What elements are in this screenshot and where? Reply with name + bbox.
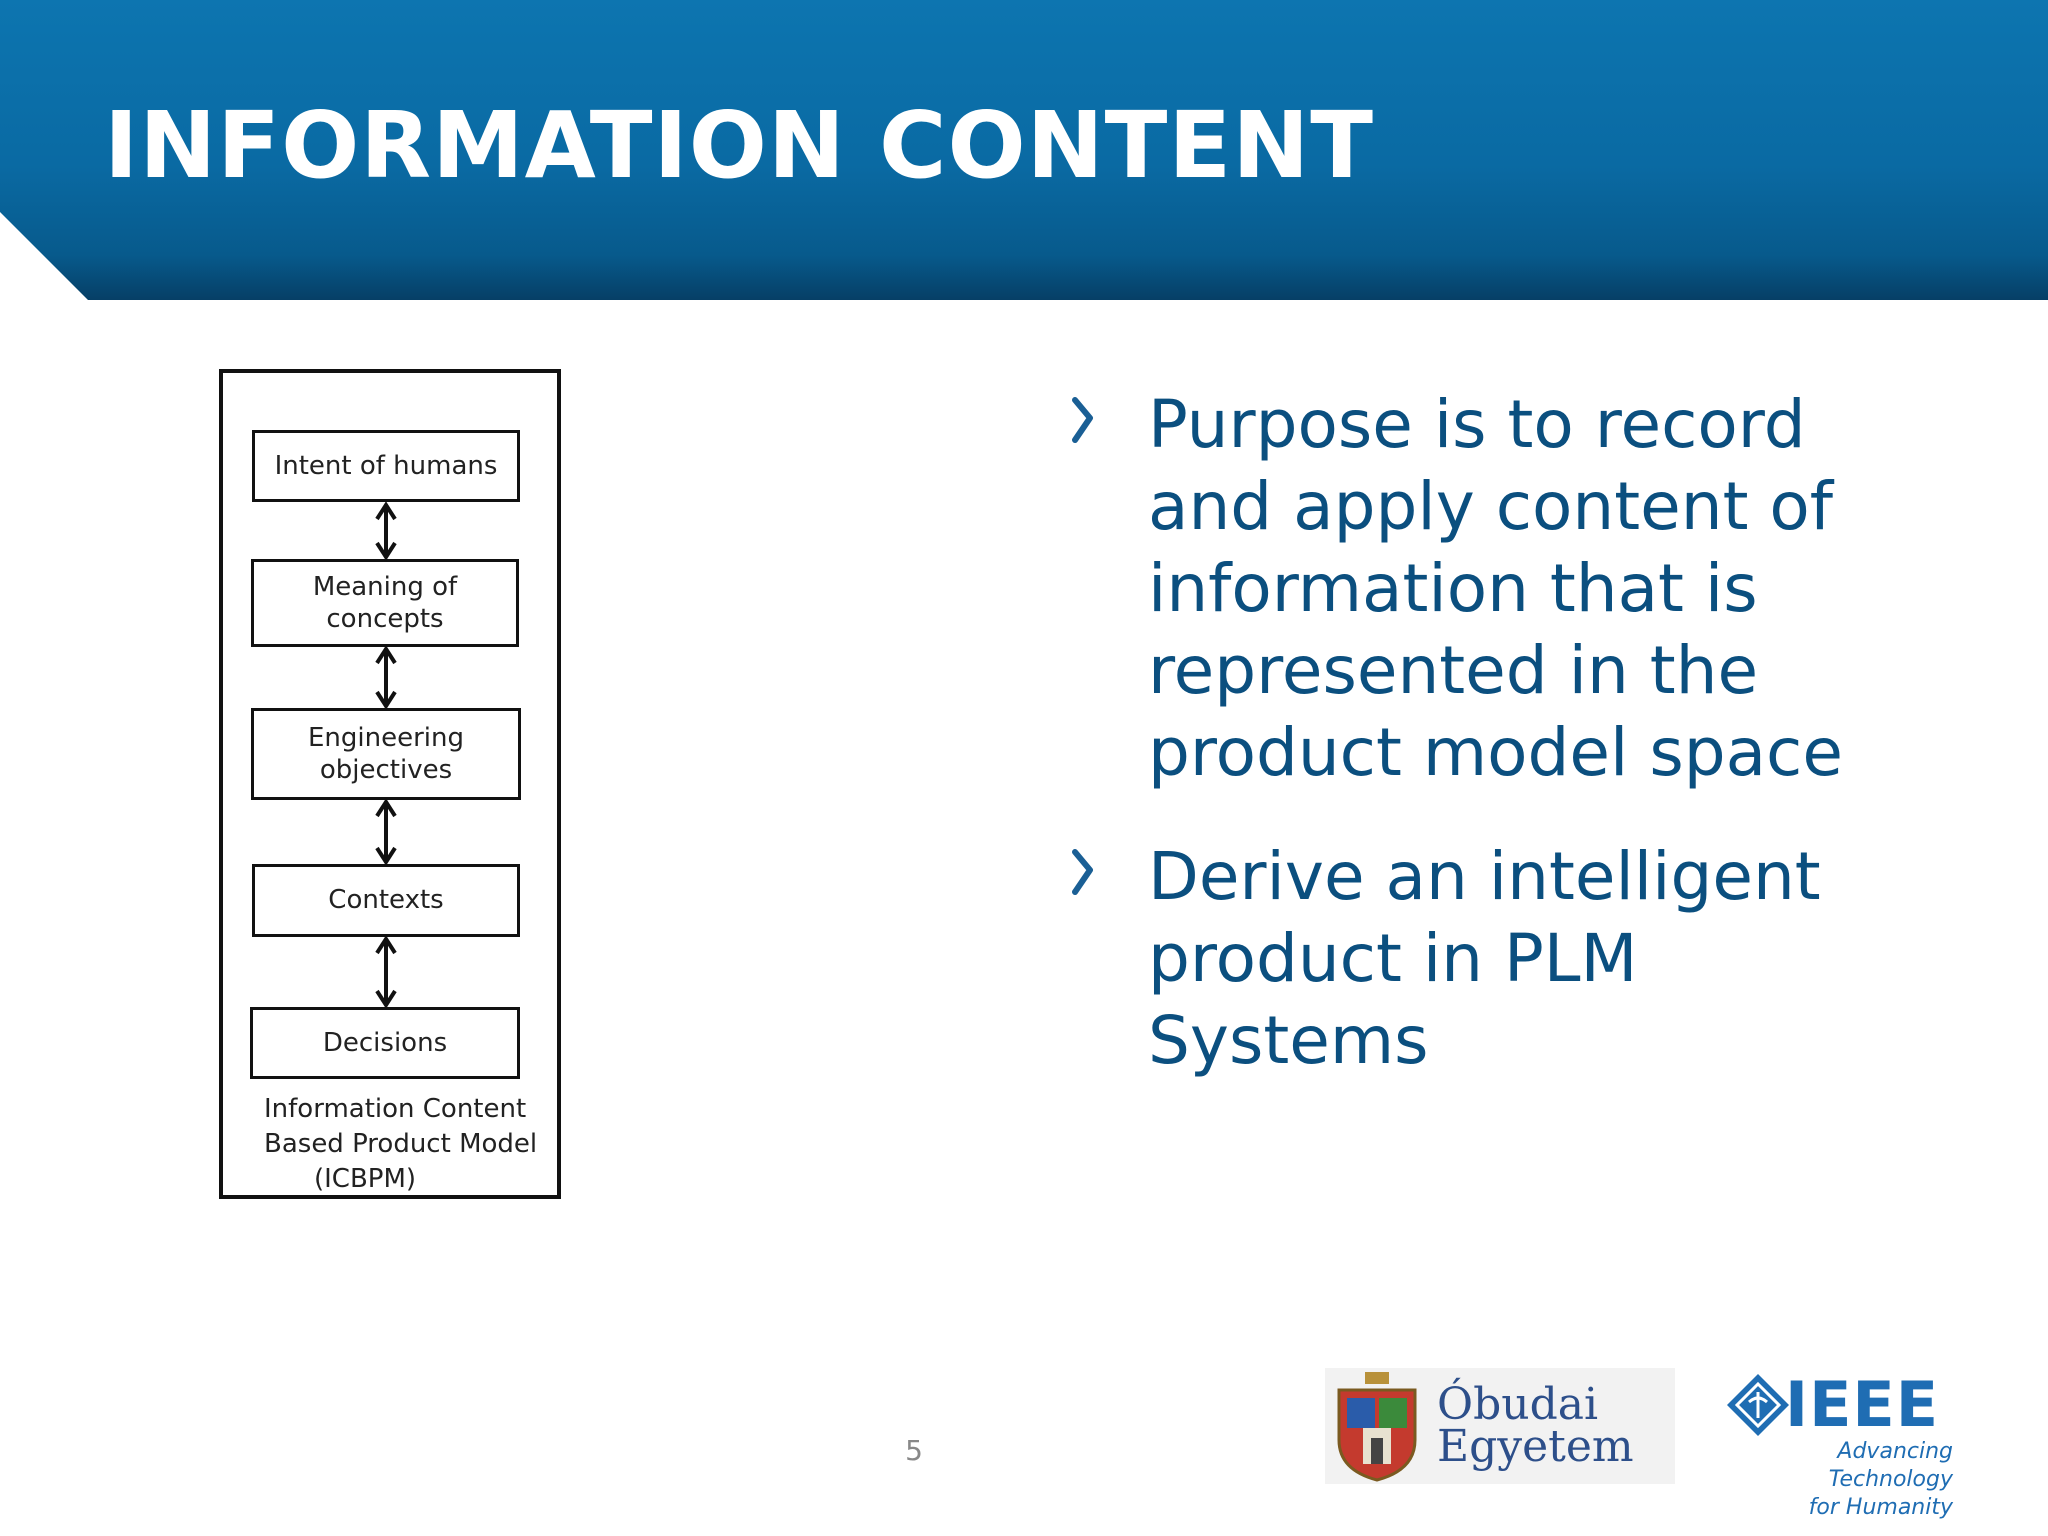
diagram-node-label: Contexts	[328, 885, 444, 916]
diagram-node-contexts: Contexts	[252, 864, 520, 937]
diagram-node-label: Meaning of concepts	[312, 571, 458, 635]
slide-title: INFORMATION CONTENT	[104, 92, 1375, 199]
diagram-caption: Information Content Based Product Model …	[264, 1092, 554, 1197]
diagram-node-intent-of-humans: Intent of humans	[252, 430, 520, 502]
chevron-right-icon	[1072, 397, 1093, 443]
ieee-logo: IEEE Advancing Technology for Humanity	[1725, 1368, 1955, 1520]
diagram-node-label: Decisions	[322, 1027, 448, 1058]
obuda-egyetem-logo: Óbudai Egyetem	[1325, 1368, 1675, 1484]
obuda-wordmark-line1: Óbudai	[1437, 1379, 1599, 1430]
diagram-caption-line: (ICBPM)	[314, 1164, 417, 1194]
bullet-text: Derive an intelligent product in PLM Sys…	[1148, 838, 1821, 1079]
header-band	[0, 0, 2048, 300]
diagram-node-label: Engineering objectives	[308, 722, 464, 786]
obuda-wordmark-line2: Egyetem	[1437, 1421, 1634, 1472]
bullet-item: Derive an intelligent product in PLM Sys…	[1070, 836, 1970, 1082]
chevron-right-icon	[1072, 849, 1093, 895]
ieee-diamond-icon	[1727, 1374, 1789, 1436]
diagram-node-meaning-of-concepts: Meaning of concepts	[251, 559, 519, 647]
bullet-item: Purpose is to record and apply content o…	[1070, 384, 1970, 794]
university-crest-icon	[1337, 1372, 1417, 1482]
page-number: 5	[905, 1434, 923, 1467]
bullet-text: Purpose is to record and apply content o…	[1148, 386, 1843, 791]
obuda-wordmark: Óbudai Egyetem	[1437, 1379, 1634, 1472]
bullet-list: Purpose is to record and apply content o…	[1070, 384, 1970, 1124]
ieee-wordmark: IEEE	[1785, 1368, 1940, 1441]
diagram-caption-line: Information Content	[264, 1094, 527, 1124]
diagram-caption-line: Based Product Model	[264, 1129, 538, 1159]
diagram-node-engineering-objectives: Engineering objectives	[251, 708, 521, 800]
diagram-node-decisions: Decisions	[250, 1007, 520, 1079]
ieee-tagline: Advancing Technology for Humanity	[1808, 1439, 1953, 1520]
diagram-node-label: Intent of humans	[274, 450, 498, 481]
